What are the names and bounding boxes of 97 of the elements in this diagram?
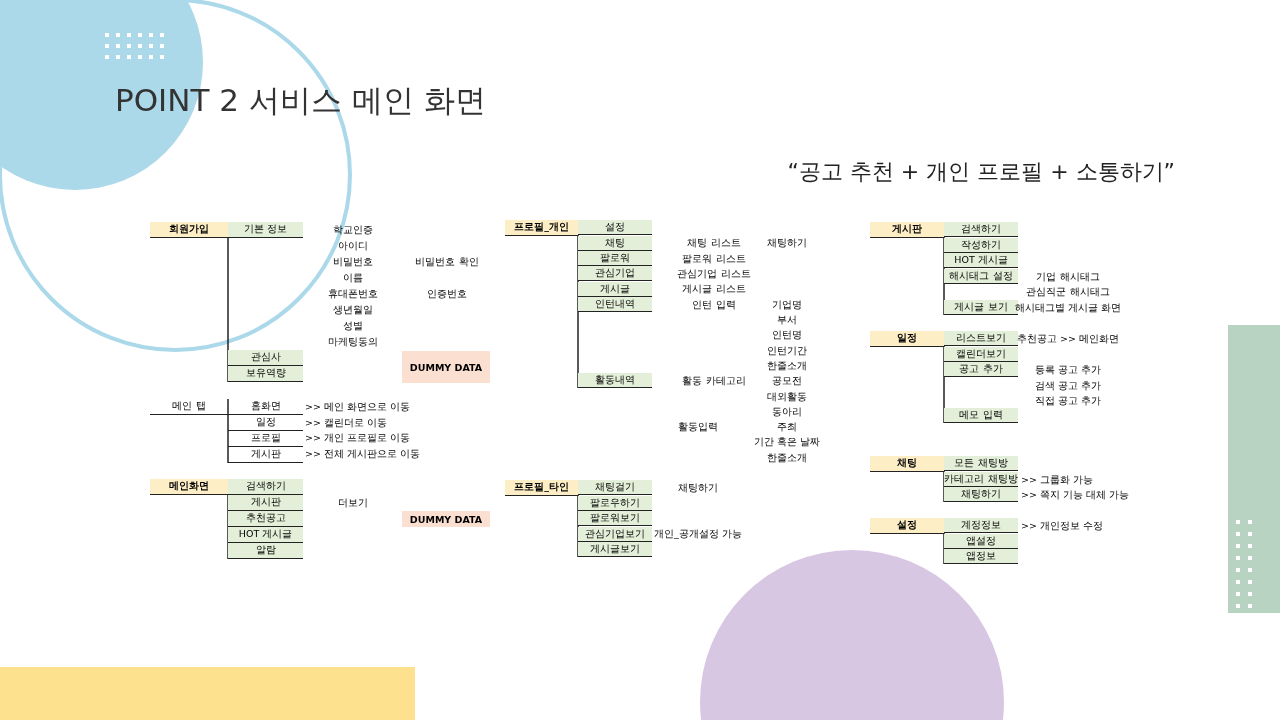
feature-label: 인턴명	[772, 329, 802, 341]
menu-item: 관심사	[228, 350, 303, 366]
menu-item: 기본 정보	[228, 222, 303, 238]
menu-item: 관심기업보기	[578, 527, 652, 542]
menu-item: 해시태그 설정	[944, 269, 1018, 284]
feature-label: >> 전체 게시판으로 이동	[305, 448, 420, 460]
menu-item: 홈화면	[228, 399, 303, 415]
feature-label: 채팅 리스트	[687, 237, 741, 249]
menu-item: HOT 게시글	[228, 527, 303, 543]
menu-item: 채팅	[578, 236, 652, 251]
feature-label: 관심기업 리스트	[677, 268, 751, 280]
feature-label: 아이디	[338, 240, 368, 252]
feature-label: 활동입력	[678, 421, 718, 433]
feature-label: >> 메인 화면으로 이동	[305, 401, 410, 413]
menu-item: 작성하기	[944, 238, 1018, 253]
slide-title: POINT 2 서비스 메인 화면	[115, 81, 486, 120]
feature-label: 성별	[343, 320, 363, 332]
feature-label: 기간 혹은 날짜	[754, 436, 820, 448]
dummy-data-tag: DUMMY DATA	[402, 511, 490, 527]
menu-item: 인턴내역	[578, 297, 652, 312]
feature-label: 관심직군 해시태그	[1026, 286, 1110, 298]
menu-item: 캘린더보기	[944, 347, 1018, 362]
menu-item: 알람	[228, 543, 303, 559]
feature-label: 인턴 입력	[692, 299, 736, 311]
feature-label: 학교인증	[333, 224, 373, 236]
feature-label: >> 쪽지 기능 대체 가능	[1021, 489, 1129, 501]
menu-item: 앱정보	[944, 549, 1018, 564]
menu-item: 앱설정	[944, 534, 1018, 549]
feature-label: 공모전	[772, 375, 802, 387]
feature-label: >> 그룹화 가능	[1021, 474, 1093, 486]
menu-item: 리스트보기	[944, 331, 1018, 346]
menu-item: 보유역량	[228, 366, 303, 382]
menu-item: 팔로워보기	[578, 511, 652, 526]
feature-label: 휴대폰번호	[328, 288, 378, 300]
menu-item: 프로필	[228, 431, 303, 447]
feature-label: 검색 공고 추가	[1035, 380, 1101, 392]
menu-item: 게시글보기	[578, 542, 652, 557]
feature-label: 기업명	[772, 299, 802, 311]
feature-label: 채팅하기	[678, 482, 718, 494]
feature-label: 주최	[777, 421, 797, 433]
feature-label: 개인_공개설정 가능	[654, 528, 742, 540]
feature-label: 추천공고 >> 메인화면	[1017, 333, 1119, 345]
menu-item: 계정정보	[944, 518, 1018, 533]
feature-label: 기업 해시태그	[1036, 271, 1100, 283]
menu-item: 추천공고	[228, 511, 303, 527]
category-header: 메인화면	[150, 479, 228, 495]
menu-item: HOT 게시글	[944, 253, 1018, 268]
feature-label: 한줄소개	[767, 452, 807, 464]
feature-label: 생년월일	[333, 304, 373, 316]
feature-label: 인증번호	[427, 288, 467, 300]
feature-label: 동아리	[772, 406, 802, 418]
menu-item: 메인 탭	[150, 399, 228, 415]
category-header: 프로필_개인	[505, 220, 578, 236]
menu-item: 검색하기	[228, 479, 303, 495]
feature-label: 게시글 리스트	[682, 283, 746, 295]
feature-label: >> 개인 프로필로 이동	[305, 432, 410, 444]
menu-item: 설정	[578, 220, 652, 235]
feature-label: 대외활동	[767, 391, 807, 403]
feature-label: 더보기	[338, 497, 368, 509]
menu-item: 팔로워	[578, 251, 652, 266]
menu-item: 메모 입력	[944, 408, 1018, 423]
feature-label: 한줄소개	[767, 360, 807, 372]
menu-item: 관심기업	[578, 266, 652, 281]
feature-label: 활동 카테고리	[682, 375, 746, 387]
menu-item: 팔로우하기	[578, 496, 652, 511]
menu-item: 모든 채팅방	[944, 456, 1018, 471]
feature-label: 비밀번호	[333, 256, 373, 268]
feature-label: 부서	[777, 314, 797, 326]
menu-item: 게시판	[228, 447, 303, 463]
menu-item: 채팅걸기	[578, 480, 652, 495]
category-header: 일정	[870, 331, 944, 347]
category-header: 설정	[870, 518, 944, 534]
feature-label: 해시태그별 게시글 화면	[1015, 302, 1121, 314]
feature-label: 마케팅동의	[328, 336, 378, 348]
category-header: 게시판	[870, 222, 944, 238]
feature-label: >> 개인정보 수정	[1021, 520, 1103, 532]
feature-label: 비밀번호 확인	[415, 256, 479, 268]
feature-label: 직접 공고 추가	[1035, 395, 1101, 407]
feature-label: 인턴기간	[767, 345, 807, 357]
category-header: 채팅	[870, 456, 944, 472]
dummy-data-tag: DUMMY DATA	[402, 351, 490, 383]
menu-item: 공고 추가	[944, 362, 1018, 377]
menu-item: 일정	[228, 415, 303, 431]
menu-item: 활동내역	[578, 373, 652, 388]
slide-subtitle: “공고 추천 + 개인 프로필 + 소통하기”	[787, 158, 1175, 186]
menu-item: 검색하기	[944, 222, 1018, 237]
category-header: 회원가입	[150, 222, 228, 238]
category-header: 프로필_타인	[505, 480, 578, 496]
feature-label: 팔로워 리스트	[682, 253, 746, 265]
feature-label: 채팅하기	[767, 237, 807, 249]
feature-label: 등록 공고 추가	[1035, 364, 1101, 376]
menu-item: 게시글	[578, 282, 652, 297]
menu-item: 카테고리 채팅방	[944, 472, 1018, 487]
menu-item: 게시판	[228, 495, 303, 511]
feature-label: >> 캘린더로 이동	[305, 417, 387, 429]
menu-item: 채팅하기	[944, 487, 1018, 502]
feature-label: 이름	[343, 272, 363, 284]
